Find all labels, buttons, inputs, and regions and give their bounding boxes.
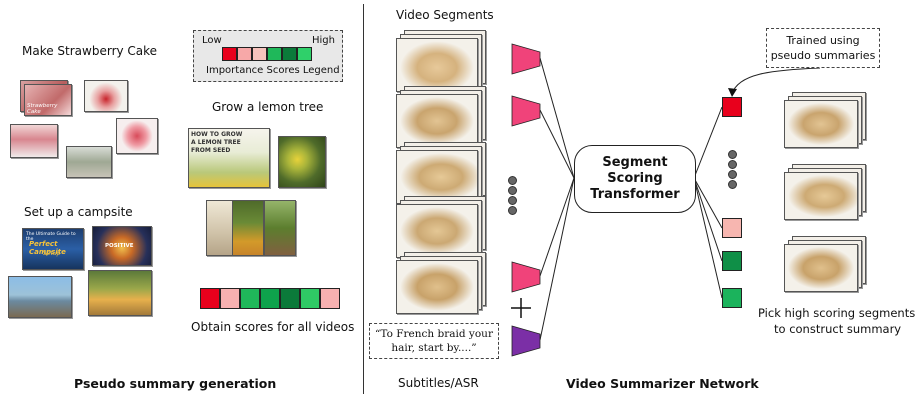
campsite-overlay-1: The Ultimate Guide to the <box>26 232 76 242</box>
legend-color-bar <box>222 47 312 61</box>
subtitle-quote-text: “To French braid your hair, start by....… <box>375 328 493 354</box>
lemon-overlay-3: FROM SEED <box>191 147 231 154</box>
subtitles-label: Subtitles/ASR <box>398 376 479 390</box>
right-footer: Video Summarizer Network <box>566 376 759 391</box>
campsite-overlay-2: Perfect Campsite <box>29 240 66 256</box>
campsite-thumb-3 <box>8 276 72 318</box>
legend-cell-4 <box>267 47 282 61</box>
trained-note-line2: pseudo summaries <box>770 49 876 62</box>
segment-encoder-2 <box>511 95 541 127</box>
lemon-thumb-5 <box>264 200 296 256</box>
output-score-2 <box>722 218 742 238</box>
strawberry-thumb-5 <box>66 146 112 178</box>
campsite-overlay-pos: POSITIVE <box>105 243 134 249</box>
score-cell-7 <box>320 288 340 309</box>
edge-out1 <box>693 106 723 179</box>
left-footer: Pseudo summary generation <box>74 376 277 391</box>
legend-high-label: High <box>312 35 335 46</box>
pick-caption-line2: to construct summary <box>774 322 902 336</box>
lemon-thumb-4 <box>232 200 264 256</box>
importance-legend: Low High Importance Scores Legend <box>193 30 343 82</box>
legend-cell-1 <box>222 47 237 61</box>
strawberry-title: Make Strawberry Cake <box>22 44 158 58</box>
edge-seg2 <box>539 109 575 179</box>
lemon-title: Grow a lemon tree <box>212 100 324 114</box>
legend-low-label: Low <box>202 35 222 46</box>
edge-out3 <box>693 177 723 262</box>
segment-scoring-transformer: Segment Scoring Transformer <box>574 145 696 213</box>
segment-encoder-5 <box>511 261 541 293</box>
segment-encoder-1 <box>511 43 541 75</box>
lemon-thumb-1: HOW TO GROW A LEMON TREE FROM SEED <box>188 128 270 188</box>
score-cell-1 <box>200 288 220 309</box>
legend-cell-2 <box>237 47 252 61</box>
lemon-thumb-2 <box>278 136 326 188</box>
campsite-title: Set up a campsite <box>24 205 133 219</box>
edge-out2 <box>693 177 723 229</box>
strawberry-thumb-2 <box>84 80 128 112</box>
lemon-overlay-1: HOW TO GROW <box>191 131 243 138</box>
strawberry-thumb-4 <box>116 118 158 154</box>
transformer-line1: Segment <box>602 155 668 170</box>
legend-cell-6 <box>297 47 312 61</box>
pick-caption-line1: Pick high scoring segments <box>758 306 916 320</box>
trained-note-line1: Trained using <box>786 34 860 47</box>
score-cell-5 <box>280 288 300 309</box>
lemon-overlay-2: A LEMON TREE <box>191 139 241 146</box>
text-encoder <box>511 325 541 357</box>
score-cell-3 <box>240 288 260 309</box>
transformer-line2: Scoring <box>607 171 663 186</box>
edge-seg1 <box>539 57 575 179</box>
scores-caption: Obtain scores for all videos <box>191 320 355 334</box>
score-cell-4 <box>260 288 280 309</box>
campsite-overlay-3: Setup <box>43 250 61 257</box>
strawberry-thumb-1b: Strawberry Cake <box>24 84 72 116</box>
edge-out4 <box>693 177 723 299</box>
output-score-4 <box>722 288 742 308</box>
strawberry-thumb-3 <box>10 124 58 158</box>
campsite-thumb-2: POSITIVE <box>92 226 152 266</box>
campsite-thumb-1: The Ultimate Guide to the Perfect Campsi… <box>22 228 84 270</box>
legend-cell-5 <box>282 47 297 61</box>
edge-text <box>539 177 575 341</box>
subtitle-quote-box: “To French braid your hair, start by....… <box>369 323 499 359</box>
trained-note-box: Trained using pseudo summaries <box>766 28 880 68</box>
campsite-thumb-4 <box>88 270 152 316</box>
panel-divider <box>363 4 364 394</box>
score-cell-6 <box>300 288 320 309</box>
video-score-bar <box>200 288 342 309</box>
video-segments-label: Video Segments <box>396 8 494 22</box>
output-score-1 <box>722 97 742 117</box>
strawberry-overlay: Strawberry Cake <box>27 103 58 115</box>
output-score-3 <box>722 251 742 271</box>
legend-caption: Importance Scores Legend <box>206 65 340 76</box>
edge-seg5 <box>539 177 575 277</box>
legend-cell-3 <box>252 47 267 61</box>
transformer-line3: Transformer <box>590 187 680 202</box>
score-cell-2 <box>220 288 240 309</box>
